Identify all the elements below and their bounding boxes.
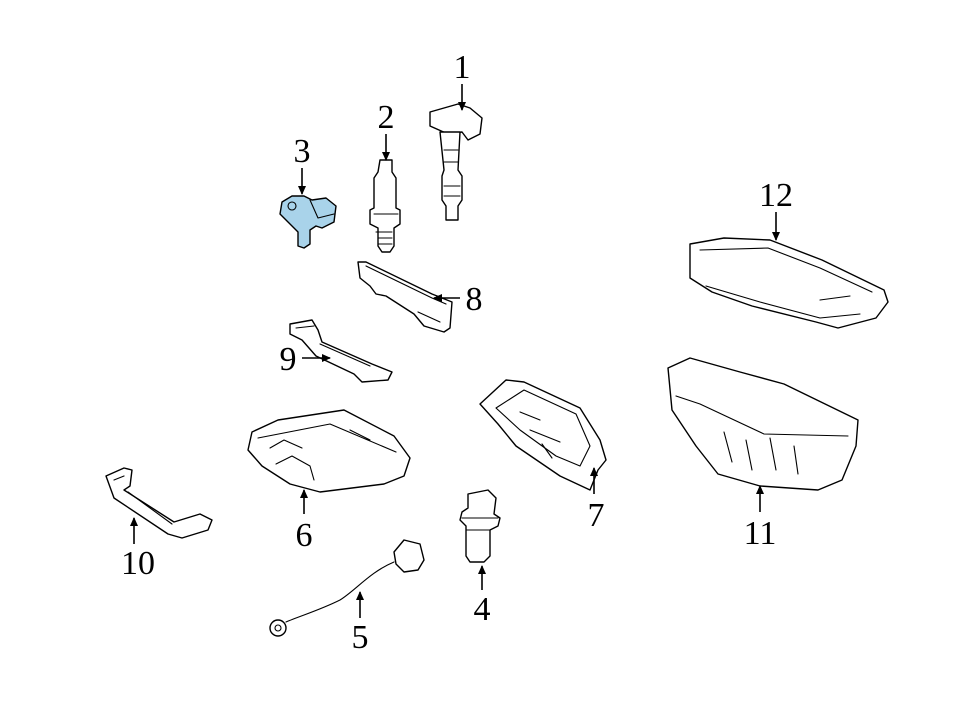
part-2-spark-plug[interactable] [369,159,401,253]
callout-10: 10 [121,545,155,582]
callout-11: 11 [744,515,777,552]
callout-6: 6 [296,517,313,554]
callout-12: 12 [759,177,793,214]
part-4-crankshaft-sensor[interactable] [459,489,501,563]
callout-1: 1 [454,49,471,86]
callout-2: 2 [378,99,395,136]
part-5-knock-sensor[interactable] [269,539,425,637]
part-10-bracket[interactable] [105,467,213,539]
part-9-bracket[interactable] [289,319,393,383]
part-11-housing[interactable] [667,357,859,491]
part-1-ignition-coil[interactable] [429,103,483,221]
part-12-cover[interactable] [689,237,889,329]
part-3-camshaft-sensor[interactable] [279,195,337,249]
callout-3: 3 [294,133,311,170]
part-8-bracket[interactable] [357,261,453,333]
callout-5: 5 [352,619,369,656]
part-7-tray[interactable] [479,379,607,491]
callout-7: 7 [588,497,605,534]
part-6-control-module[interactable] [247,409,411,493]
callout-4: 4 [474,591,491,628]
callout-8: 8 [466,281,483,318]
callout-9: 9 [280,341,297,378]
